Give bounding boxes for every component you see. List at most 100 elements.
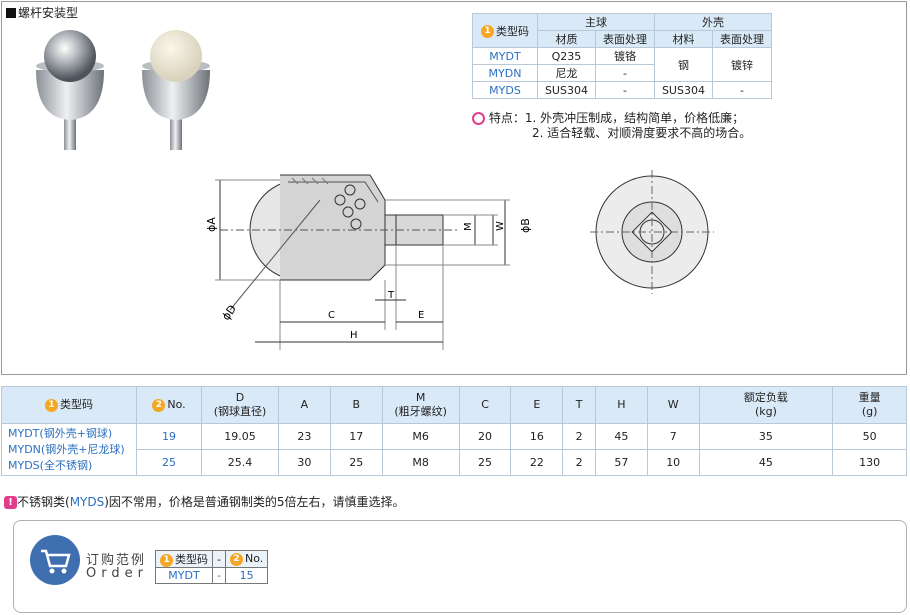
order-no: 15 — [224, 567, 269, 584]
product-frame — [1, 1, 907, 375]
sub-header: 材质 — [537, 30, 596, 48]
ball-material: 尼龙 — [537, 64, 596, 82]
dim-label-phiD: ϕD — [219, 303, 239, 323]
w-header: W — [646, 386, 700, 424]
ball-material: Q235 — [537, 47, 596, 65]
badge-1-icon: 1 — [45, 398, 58, 412]
header-text: No. — [244, 552, 264, 566]
header-text: 额定负载 — [743, 391, 788, 404]
badge-2-icon: 2 — [229, 552, 243, 566]
dim-label-E: E — [418, 310, 424, 321]
warning-icon: ! — [4, 496, 17, 509]
header-text: 类型码 — [175, 553, 208, 566]
header-text: 重量 — [858, 391, 881, 404]
header-text: No. — [167, 398, 186, 411]
stainless-note: !不锈钢类(MYDS)因不常用，价格是普通钢制类的5倍左右，请慎重选择。 — [4, 493, 405, 510]
a-header: A — [278, 386, 331, 424]
housing-surface: - — [711, 81, 773, 99]
housing-header: 外壳 — [653, 13, 773, 31]
m-cell: M8 — [381, 449, 460, 476]
type-code: MYDT(钢外壳+钢球) — [8, 426, 113, 440]
dim-label-M: M — [463, 222, 474, 231]
no-cell: 19 — [136, 423, 202, 450]
housing-surface: 镀锌 — [711, 47, 773, 82]
h-cell: 57 — [594, 449, 648, 476]
end-view-drawing — [590, 170, 714, 294]
type-code-label: 类型码 — [496, 24, 529, 38]
housing-material: SUS304 — [653, 81, 713, 99]
no-cell: 25 — [136, 449, 202, 476]
feature-line: 1. 外壳冲压制成，结构简单，价格低廉； — [524, 111, 745, 125]
note-code: MYDS — [69, 495, 105, 509]
w-cell: 7 — [646, 423, 700, 450]
h-header: H — [594, 386, 648, 424]
ball-surface: 镀铬 — [594, 47, 655, 65]
table-row: MYDT(钢外壳+钢球) MYDN(钢外壳+尼龙球) MYDS(全不锈钢) 19… — [1, 423, 907, 476]
order-title: 订购范例 — [86, 553, 147, 568]
weight-cell: 130 — [832, 449, 907, 476]
main-ball-header: 主球 — [537, 13, 655, 31]
e-cell: 16 — [510, 423, 564, 450]
c-cell: 25 — [458, 449, 512, 476]
nylon-ball-photo — [142, 30, 210, 150]
load-cell: 45 — [698, 449, 834, 476]
w-cell: 10 — [646, 449, 700, 476]
ball-material: SUS304 — [537, 81, 596, 99]
t-header: T — [562, 386, 596, 424]
a-cell: 30 — [278, 449, 331, 476]
dim-label-W: W — [495, 221, 506, 231]
type-code: MYDS(全不锈钢) — [8, 458, 93, 472]
dim-label-C: C — [328, 310, 335, 321]
dim-label-phiA: ϕA — [205, 217, 218, 232]
feature-line: 2. 适合轻载、对顺滑度要求不高的场合。 — [532, 126, 752, 140]
sub-header: 表面处理 — [711, 30, 773, 48]
sub-header: 材料 — [653, 30, 713, 48]
features: 特点：1. 外壳冲压制成，结构简单，价格低廉； — [472, 111, 744, 126]
table-row: MYDS SUS304 - SUS304 - — [472, 81, 773, 99]
type-code-cell: MYDT(钢外壳+钢球) MYDN(钢外壳+尼龙球) MYDS(全不锈钢) — [1, 423, 137, 476]
load-cell: 35 — [698, 423, 834, 450]
e-cell: 22 — [510, 449, 564, 476]
dash: - — [212, 550, 226, 568]
header-sub: (g) — [861, 405, 878, 418]
d-header: D(钢球直径) — [201, 386, 279, 424]
b-header: B — [329, 386, 383, 424]
header-text: 类型码 — [60, 398, 93, 411]
h-cell: 45 — [594, 423, 648, 450]
header-text: M — [415, 391, 426, 404]
badge-1-icon: 1 — [481, 25, 494, 38]
header-sub: (kg) — [754, 405, 777, 418]
steel-ball-photo — [36, 30, 104, 150]
b-cell: 25 — [329, 449, 383, 476]
d-cell: 25.4 — [201, 449, 279, 476]
load-header: 额定负载(kg) — [698, 386, 834, 424]
ball-surface: - — [594, 64, 655, 82]
shopping-cart-icon — [30, 535, 80, 585]
heading-text: 螺杆安装型 — [18, 6, 79, 20]
dim-label-phiB: ϕB — [519, 218, 532, 233]
features-label: 特点： — [488, 111, 525, 125]
square-bullet-icon — [6, 7, 16, 18]
m-header: M(粗牙螺纹) — [381, 386, 460, 424]
t-cell: 2 — [562, 449, 596, 476]
housing-material: 钢 — [653, 47, 713, 82]
type-code: MYDN(钢外壳+尼龙球) — [8, 442, 125, 456]
dim-label-T: T — [387, 290, 395, 301]
weight-header: 重量(g) — [832, 386, 907, 424]
header-text: D — [235, 391, 245, 404]
order-code: MYDT — [155, 567, 213, 584]
side-view-drawing: ϕA ϕB M W T C E H ϕD — [205, 174, 532, 350]
note-text: 不锈钢类( — [17, 495, 70, 509]
table-row: 25 25.4 30 25 M8 25 22 2 57 10 45 130 — [2, 449, 907, 476]
badge-2-icon: 2 — [152, 398, 166, 412]
circle-bullet-icon — [472, 112, 485, 125]
table-row: MYDT Q235 镀铬 钢 镀锌 — [472, 47, 773, 82]
ball-surface: - — [594, 81, 655, 99]
